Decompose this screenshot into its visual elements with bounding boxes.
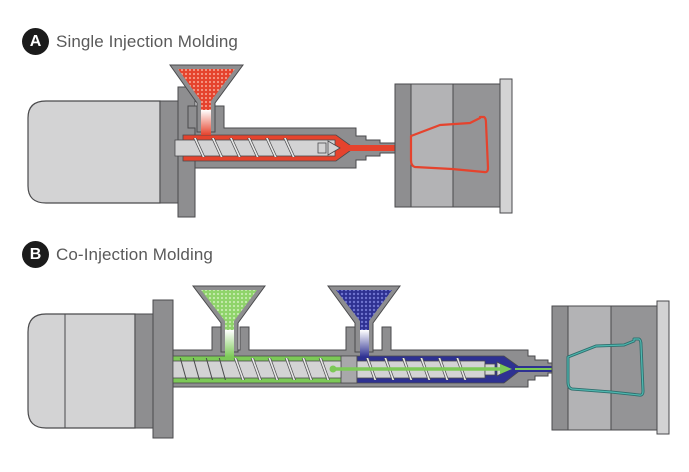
screw-flights-a (193, 138, 296, 157)
hopper-a-pellets (178, 69, 235, 112)
mold-b-core-half (610, 305, 658, 431)
molded-part-a (409, 115, 490, 174)
section-a-title: Single Injection Molding (56, 31, 238, 51)
mold-b-plate-fixed (551, 305, 569, 431)
hopper-b-blue-feed (360, 330, 369, 357)
core-flow-b-start (329, 365, 337, 373)
section-a-badge: A (22, 28, 49, 55)
mold-b-cavity-half (567, 305, 612, 431)
section-b-heading: B Co-Injection Molding (22, 241, 213, 268)
machine-b (27, 285, 670, 439)
runner-b-green (515, 368, 555, 370)
section-b-badge: B (22, 241, 49, 268)
molded-part-b-skin (567, 338, 644, 396)
machine-a (27, 64, 513, 218)
runner-a (348, 145, 413, 151)
core-flow-b-arrow (500, 364, 512, 374)
hopper-b-green-pellets (201, 290, 257, 332)
screw-a-neck (317, 142, 327, 154)
section-b-title: Co-Injection Molding (56, 244, 213, 264)
hopper-a-feed (201, 110, 211, 135)
mold-a-core-half (452, 83, 501, 208)
hopper-b-blue-pellets (336, 290, 392, 332)
screw-a-tip (327, 140, 341, 156)
platen-b (656, 300, 670, 435)
screw-flights-b-green (179, 358, 330, 380)
hopper-b-green-feed (225, 330, 234, 357)
mold-a-plate-fixed (394, 83, 412, 208)
platen-a (499, 78, 513, 214)
motor-b-coupling (134, 313, 154, 429)
section-a-heading: A Single Injection Molding (22, 28, 238, 55)
motor-b (27, 313, 136, 429)
motor-a (27, 100, 161, 204)
flange-b (152, 299, 174, 439)
mold-a-cavity-half (410, 83, 454, 208)
